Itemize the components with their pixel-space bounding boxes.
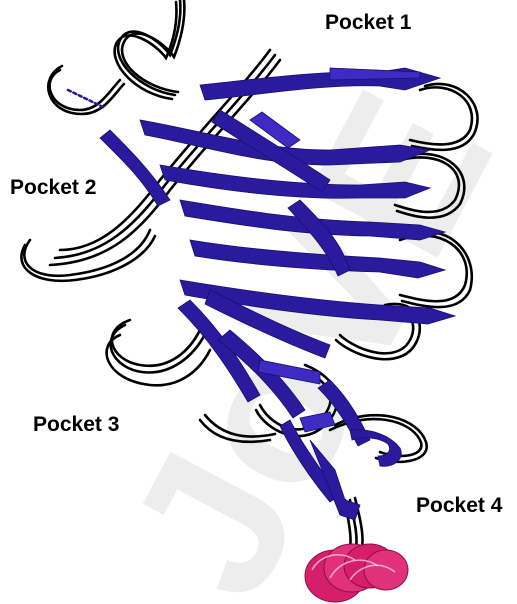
pocket-2-label: Pocket 2 <box>10 177 96 198</box>
pocket-4-label: Pocket 4 <box>416 495 502 516</box>
svg-text:JoVE: JoVE <box>82 57 517 604</box>
pocket-3-label: Pocket 3 <box>33 414 119 435</box>
pocket-1-label: Pocket 1 <box>325 12 411 33</box>
alpha-helix <box>305 544 408 602</box>
watermark: JoVE <box>82 57 517 604</box>
